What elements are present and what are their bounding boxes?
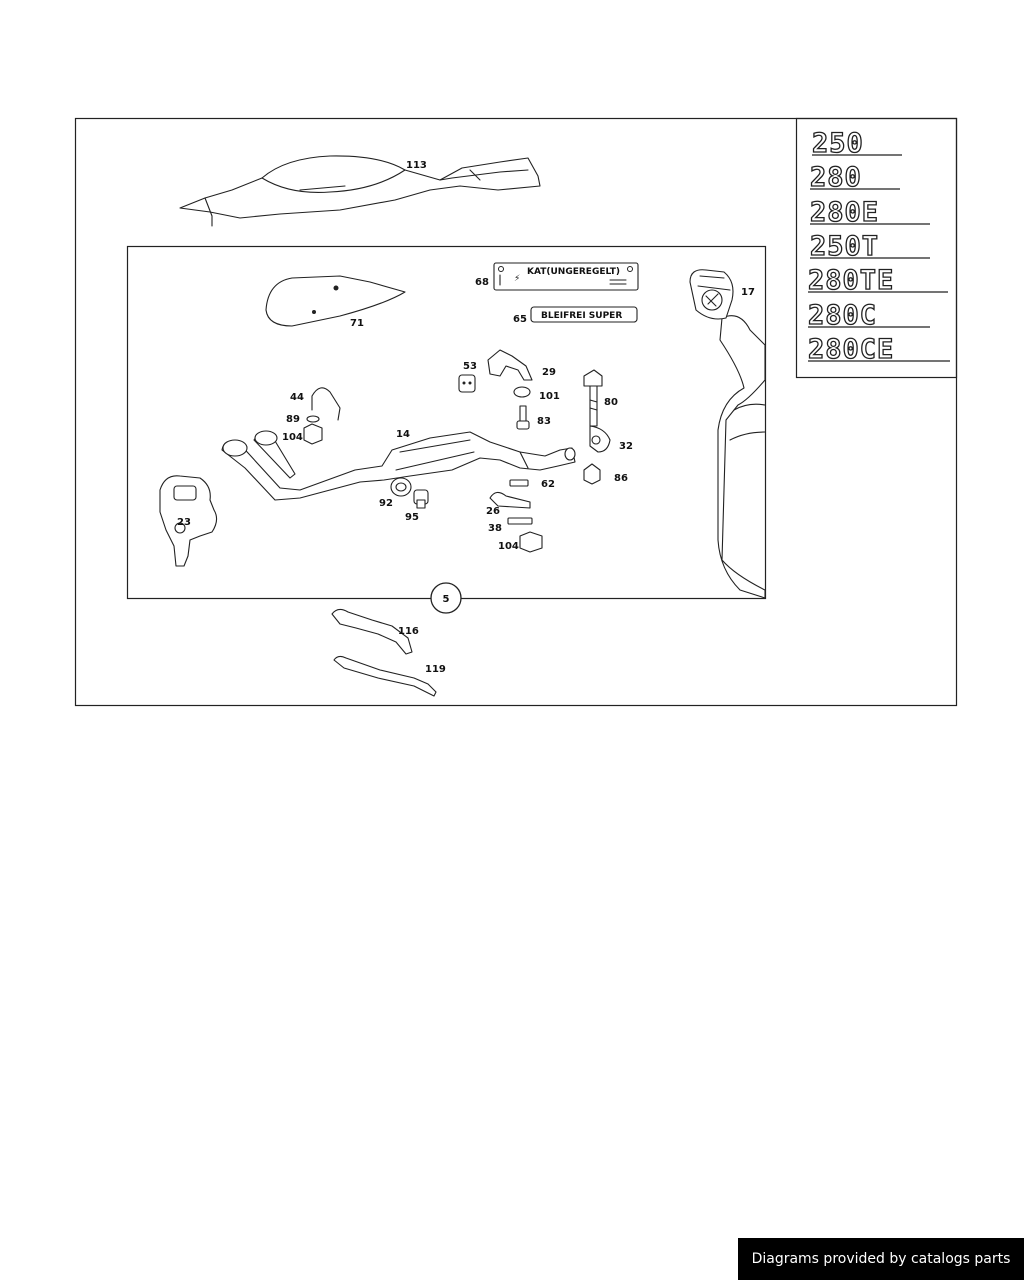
badge-280c: 280C: [808, 300, 877, 331]
heat-shield-part: [179, 155, 541, 227]
inner-frame: [126, 245, 767, 600]
footer-credit: Diagrams provided by catalogs parts: [738, 1238, 1024, 1280]
bracket-part: [487, 349, 533, 381]
washer-89-part: [306, 415, 320, 423]
callout-26: 26: [486, 506, 500, 517]
kat-icon: ⚡: [514, 274, 520, 284]
callout-92: 92: [379, 498, 393, 509]
callout-95: 95: [405, 512, 419, 523]
callout-53: 53: [463, 361, 477, 372]
outer-frame: [74, 117, 958, 707]
badge-280ce: 280CE: [808, 334, 894, 365]
shield-plate-part: [265, 275, 406, 327]
callout-116: 116: [398, 626, 419, 637]
section-marker: 5: [430, 582, 462, 614]
fuel-plate-text: BLEIFREI SUPER: [541, 311, 622, 321]
callout-80: 80: [604, 397, 618, 408]
callout-29: 29: [542, 367, 556, 378]
kat-plate-text: KAT(UNGEREGELT): [527, 267, 620, 277]
badge-280: 280: [810, 162, 862, 193]
clamp-part: [589, 425, 611, 453]
rubber-mount-part: [458, 374, 476, 393]
strap-62-part: [509, 479, 529, 487]
callout-71: 71: [350, 318, 364, 329]
kat-label-plate: ⚡ KAT(UNGEREGELT): [493, 262, 639, 291]
long-bolt-part: [583, 369, 603, 427]
transmission-part: [159, 475, 218, 567]
callout-68: 68: [475, 277, 489, 288]
callout-101: 101: [539, 391, 560, 402]
callout-23: 23: [177, 517, 191, 528]
callout-14: 14: [396, 429, 410, 440]
callout-83: 83: [537, 416, 551, 427]
hanger-26-part: [489, 491, 531, 509]
rear-muffler-part: [689, 269, 766, 599]
washer-part: [513, 386, 531, 398]
model-badges: 250 280 280E 250T 280TE 280C 280CE: [807, 127, 950, 366]
badge-280e: 280E: [810, 197, 879, 228]
callout-62: 62: [541, 479, 555, 490]
nut-104b-part: [519, 531, 543, 553]
badge-panel-frame: [795, 117, 958, 379]
callout-104a: 104: [282, 432, 303, 443]
bracket-116-part: [331, 608, 413, 655]
nut-104a-part: [303, 423, 323, 445]
strap-38-part: [507, 517, 533, 525]
callout-38: 38: [488, 523, 502, 534]
callout-86: 86: [614, 473, 628, 484]
callout-44: 44: [290, 392, 304, 403]
badge-280te: 280TE: [808, 265, 894, 296]
callout-32: 32: [619, 441, 633, 452]
section-number: 5: [443, 594, 450, 605]
bracket-119-part: [333, 655, 437, 697]
badge-250: 250: [812, 128, 864, 159]
nut-86-part: [583, 463, 601, 485]
u-bolt-part: [311, 387, 341, 421]
fuel-label-plate: BLEIFREI SUPER: [530, 306, 638, 323]
callout-65: 65: [513, 314, 527, 325]
callout-89: 89: [286, 414, 300, 425]
callout-119: 119: [425, 664, 446, 675]
exhaust-pipe-catalyst-part: [221, 430, 576, 501]
bolt-83-part: [516, 405, 530, 430]
callout-104b: 104: [498, 541, 519, 552]
badge-250t: 250T: [810, 231, 879, 262]
oxygen-sensor-part: [413, 489, 429, 509]
footer-text: Diagrams provided by catalogs parts: [751, 1251, 1011, 1267]
callout-17: 17: [741, 287, 755, 298]
callout-113: 113: [406, 160, 427, 171]
callout-labels: 113 71 68 65 17 53 29 101 83 80 44 89 10…: [177, 160, 755, 675]
